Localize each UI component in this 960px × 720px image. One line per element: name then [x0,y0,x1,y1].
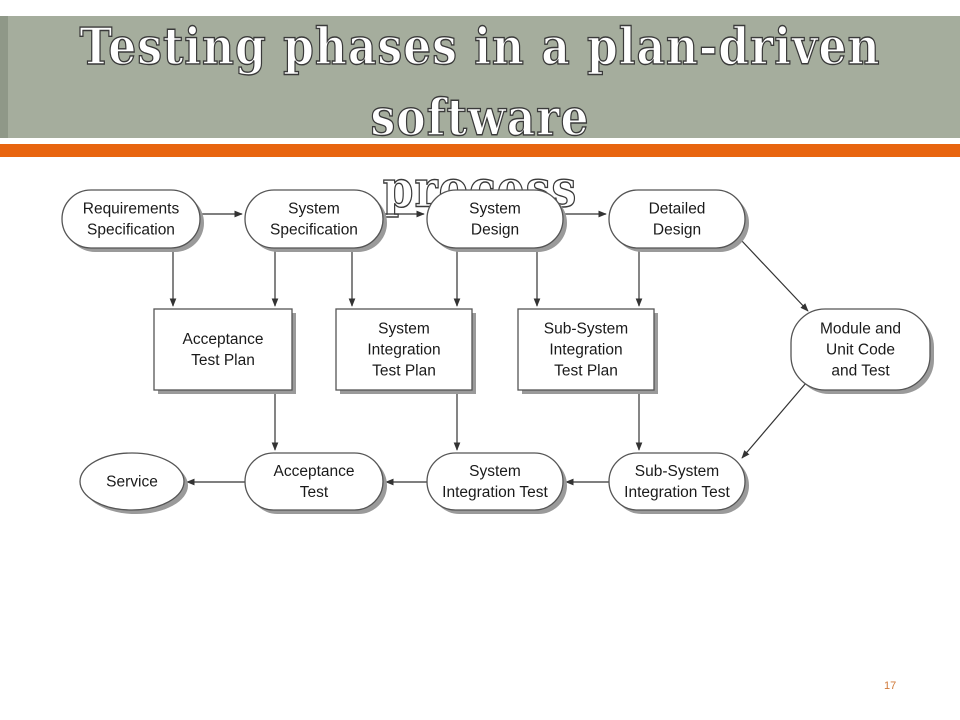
node-label-line: and Test [831,363,890,380]
node-label-line: Unit Code [826,342,895,359]
node-box [335,308,473,391]
node-label-line: Service [106,474,158,491]
node-box [153,308,293,391]
slide-title-line-1: Testing phases in a plan-driven software [79,17,881,148]
node-label-line: Integration [367,342,440,359]
node-box [608,452,746,511]
node-box [61,189,201,249]
node-label-line: Design [471,222,519,239]
node-box [244,452,384,511]
node-label-line: Integration [549,342,622,359]
node-label-line: System [288,201,340,218]
arrow-module-to-ssitest [741,382,807,459]
node-box [790,308,931,391]
node-label-line: Test Plan [554,363,618,380]
node-box [426,452,564,511]
node-label-line: Module and [820,321,901,338]
node-box [608,189,746,249]
page-number: 17 [884,680,897,692]
node-label-line: Test [300,484,329,501]
node-box [244,189,384,249]
node-service: Service [79,452,188,514]
node-label-line: System [378,321,430,338]
node-label-line: Test Plan [191,352,255,369]
node-label-line: Acceptance [274,463,355,480]
nodes-layer: RequirementsSpecificationSystemSpecifica… [61,189,934,514]
title-band [0,16,960,138]
node-label-line: Acceptance [183,331,264,348]
node-label-line: Specification [87,222,175,239]
node-label-line: Test Plan [372,363,436,380]
node-label-line: Specification [270,222,358,239]
node-label-line: Requirements [83,201,180,218]
title-band-edge [0,16,8,138]
node-label-line: Integration Test [624,484,730,501]
node-label-line: System [469,201,521,218]
node-label-line: System [469,463,521,480]
node-box [79,452,185,511]
node-label-line: Detailed [649,201,706,218]
accent-rule [0,144,960,157]
node-box [426,189,564,249]
node-box [517,308,655,391]
arrow-detdes-to-module [740,239,809,312]
node-label-line: Sub-System [544,321,628,338]
edges-layer [169,210,809,486]
node-label-line: Integration Test [442,484,548,501]
node-label-line: Design [653,222,701,239]
node-label-line: Sub-System [635,463,719,480]
